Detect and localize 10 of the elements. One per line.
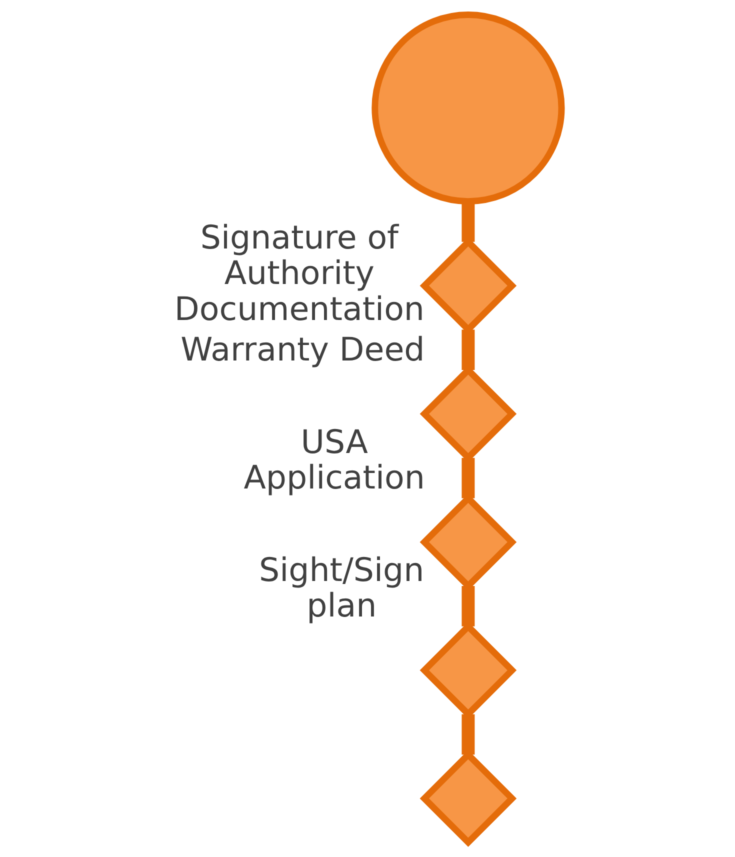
node-label: Warranty Deed	[180, 330, 424, 368]
node-circle	[371, 11, 564, 205]
connector	[461, 201, 474, 242]
connector	[461, 458, 474, 498]
connector	[461, 330, 474, 370]
node-label: Sight/Sign plan	[258, 551, 424, 625]
node-label: USA Application	[243, 422, 424, 497]
connector	[461, 714, 474, 755]
connector	[461, 586, 474, 626]
node-label: Signature of Authority Documentation	[174, 218, 424, 328]
